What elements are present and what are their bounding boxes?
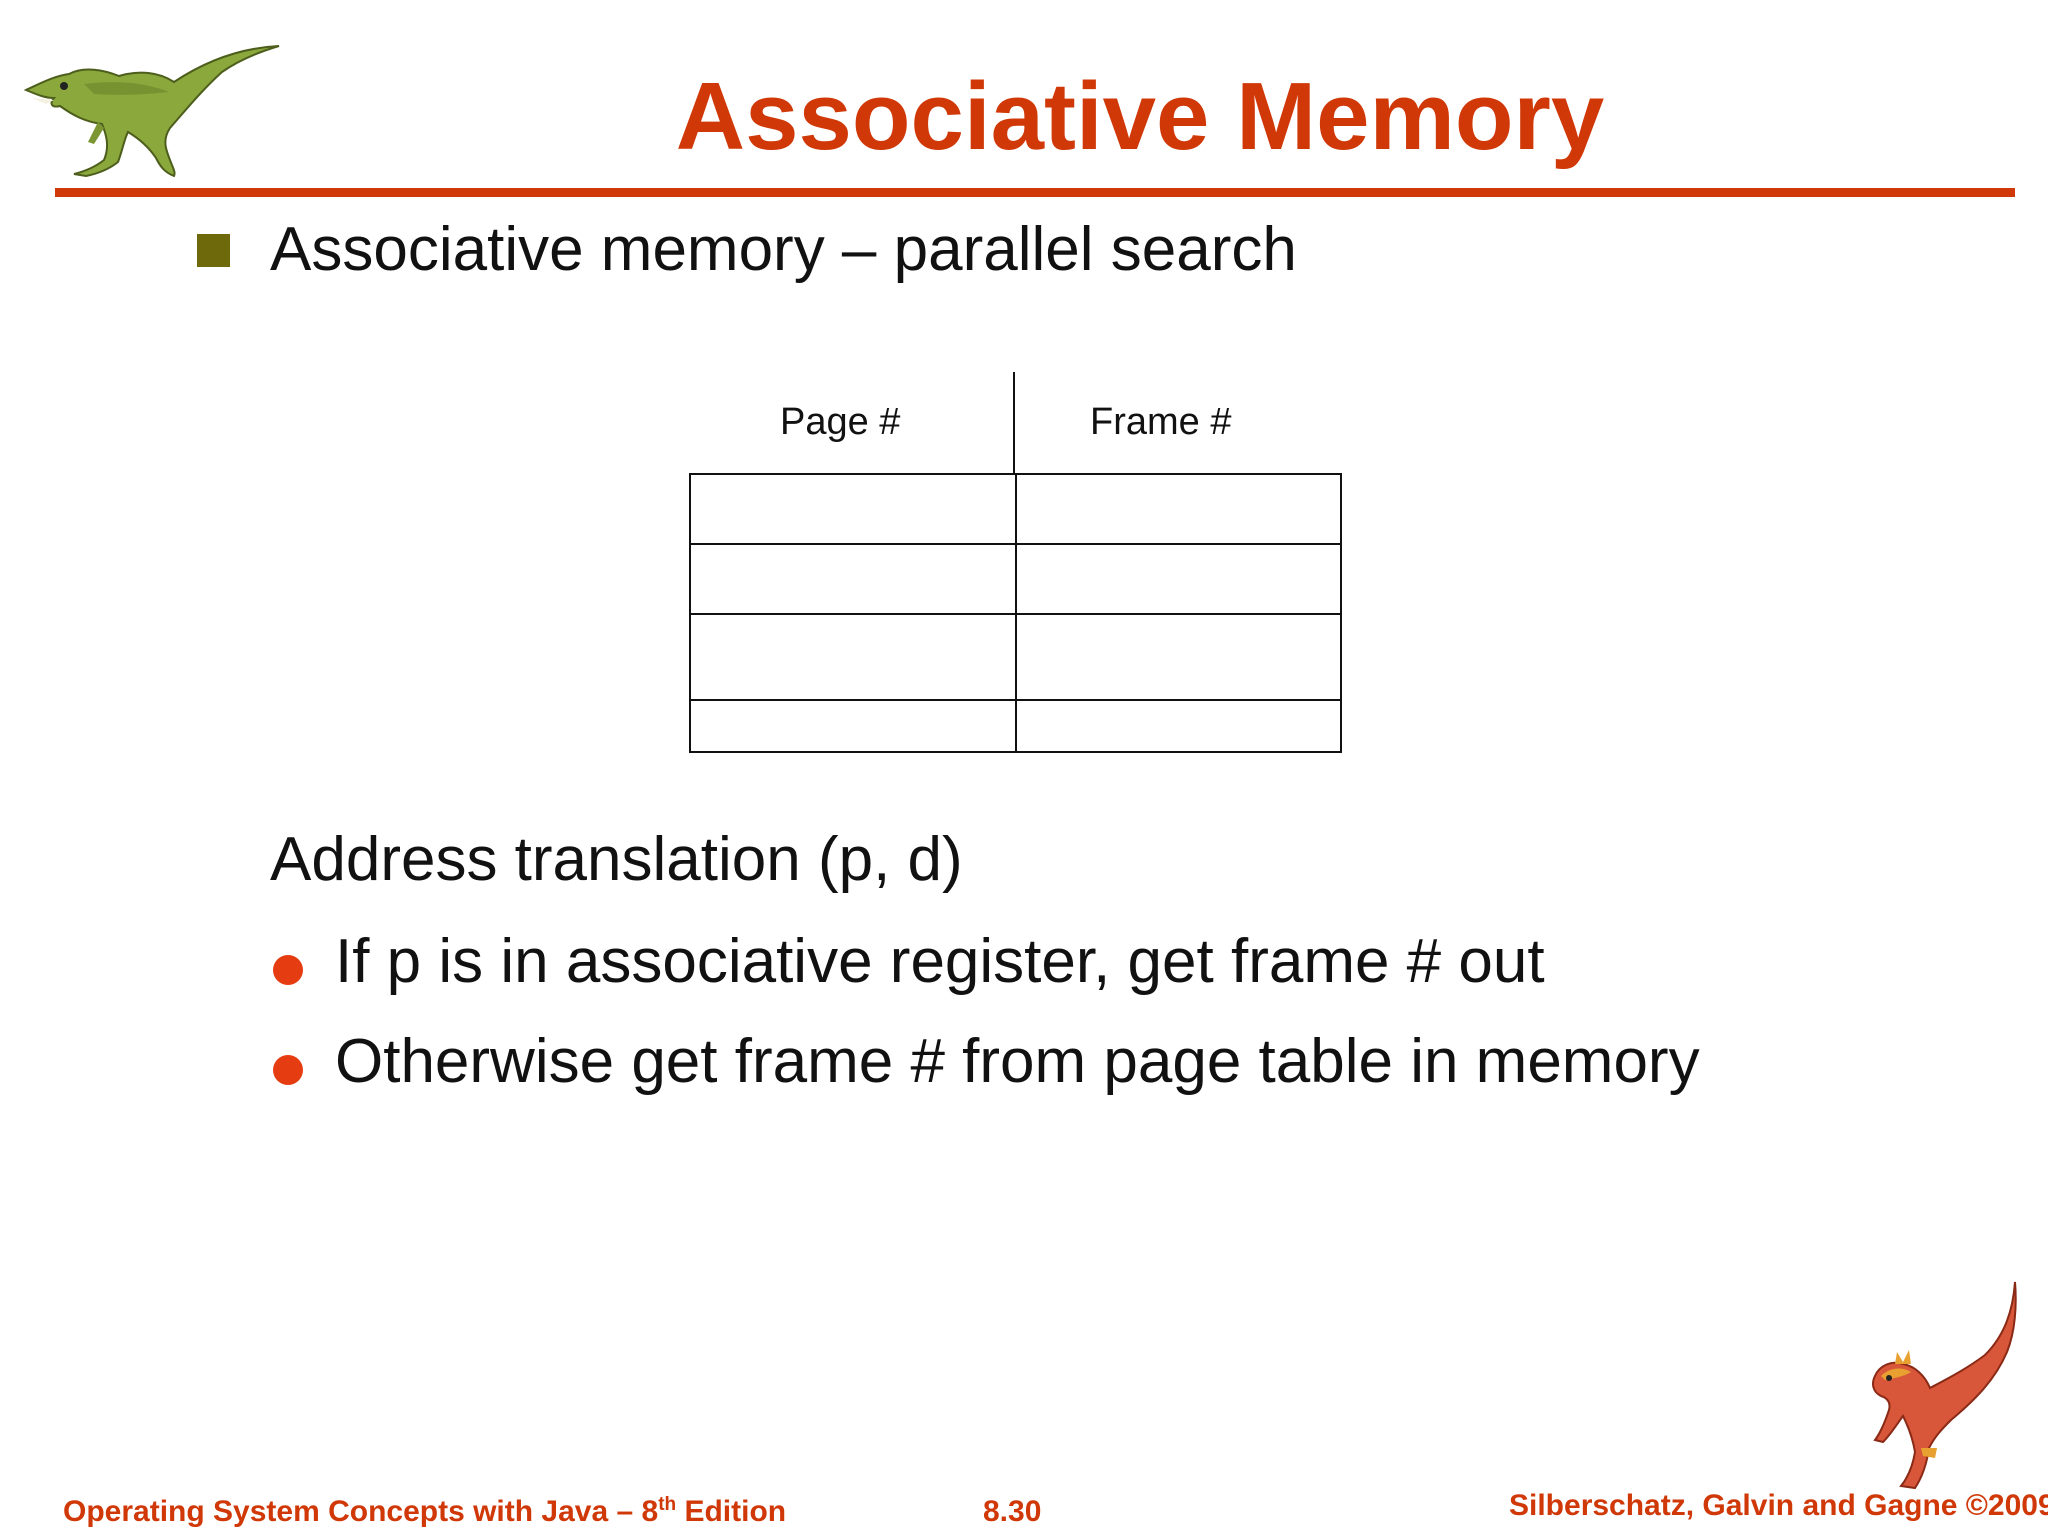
green-dinosaur-icon xyxy=(24,45,280,178)
address-translation-heading: Address translation (p, d) xyxy=(270,825,963,894)
sub-bullet-1: If p is in associative register, get fra… xyxy=(335,927,1545,996)
table-row xyxy=(689,699,1342,753)
table-row xyxy=(689,543,1342,615)
square-bullet-icon xyxy=(197,234,230,267)
frame-cell xyxy=(1014,613,1342,701)
frame-number-header: Frame # xyxy=(1090,401,1232,443)
footer-page-number: 8.30 xyxy=(983,1495,1042,1528)
header-divider xyxy=(1013,372,1015,475)
page-cell xyxy=(689,543,1017,615)
title-divider xyxy=(55,188,2015,197)
bullet-associative-memory: Associative memory – parallel search xyxy=(270,215,1297,284)
footer-copyright: Silberschatz, Galvin and Gagne ©2009 xyxy=(1509,1489,2048,1522)
associative-memory-table xyxy=(689,473,1342,753)
page-number-header: Page # xyxy=(780,401,901,443)
associative-memory-diagram: Page # Frame # xyxy=(680,370,1360,760)
frame-cell xyxy=(1014,473,1342,545)
footer-book-title: Operating System Concepts with Java – 8t… xyxy=(63,1494,787,1528)
page-cell xyxy=(689,473,1017,545)
slide-title: Associative Memory xyxy=(675,63,1605,170)
page-cell xyxy=(689,613,1017,701)
frame-cell xyxy=(1014,699,1342,753)
table-row xyxy=(689,473,1342,545)
sub-bullet-2: Otherwise get frame # from page table in… xyxy=(335,1027,1700,1096)
round-bullet-icon xyxy=(273,1055,303,1085)
round-bullet-icon xyxy=(273,955,303,985)
red-dinosaur-icon xyxy=(1872,1281,2017,1490)
page-cell xyxy=(689,699,1017,753)
frame-cell xyxy=(1014,543,1342,615)
table-row xyxy=(689,613,1342,701)
